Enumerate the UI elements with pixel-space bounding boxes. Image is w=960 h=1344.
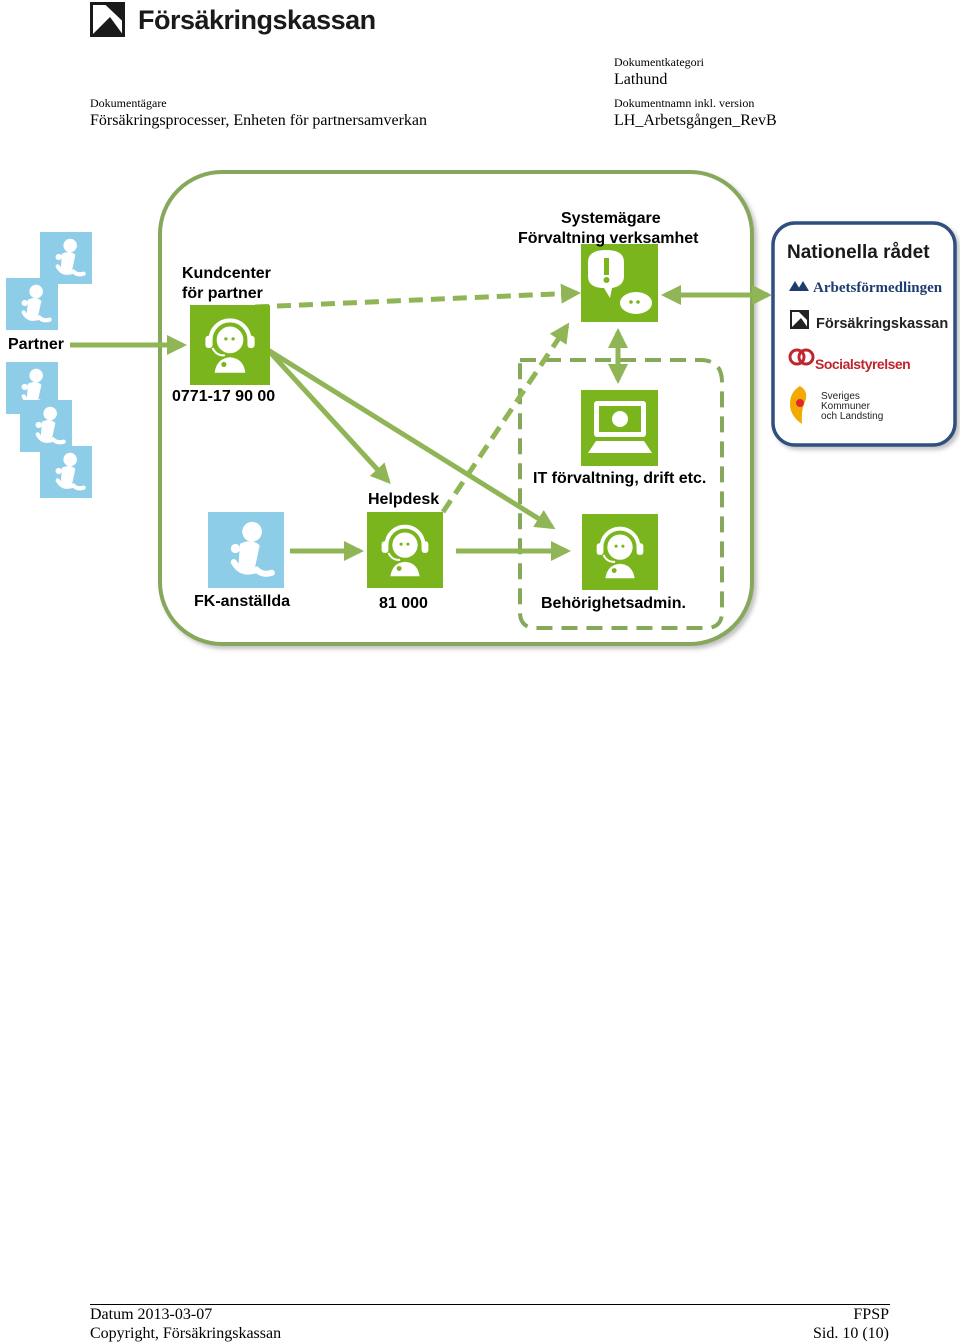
it-mgmt-label: IT förvaltning, drift etc.	[533, 470, 707, 487]
arrow-kundcenter-systemowner	[254, 283, 581, 310]
helpdesk-phone: 81 000	[379, 595, 428, 612]
category-value: Lathund	[614, 71, 668, 88]
footer-org: FPSP	[853, 1306, 889, 1323]
footer-divider	[90, 1304, 890, 1305]
owner-value: Försäkringsprocesser, Enheten för partne…	[90, 112, 428, 129]
category-label: Dokumentkategori	[614, 55, 704, 69]
helpdesk-label: Helpdesk	[368, 491, 440, 508]
docname-label: Dokumentnamn inkl. version	[614, 96, 755, 110]
helpdesk-agent-icon	[367, 512, 443, 588]
fk-council-logo: Försäkringskassan	[790, 310, 948, 332]
national-council-frame	[771, 221, 957, 447]
kundcenter-agent-icon	[190, 305, 270, 385]
council-member-skl-2: Kommuner	[821, 401, 871, 412]
partner-label: Partner	[8, 336, 65, 353]
docname-value: LH_Arbetsgången_RevB	[614, 112, 777, 129]
kundcenter-label-2: för partner	[182, 285, 263, 302]
it-region	[518, 358, 724, 630]
arbetsformedlingen-logo: Arbetsförmedlingen	[789, 280, 943, 296]
council-member-af: Arbetsförmedlingen	[813, 280, 943, 296]
council-member-skl-1: Sveriges	[821, 391, 860, 402]
auth-admin-label: Behörighetsadmin.	[541, 595, 686, 612]
person-icon	[40, 232, 92, 284]
kundcenter-label-1: Kundcenter	[182, 265, 271, 282]
arrow-kundcenter-authadmin	[266, 347, 556, 530]
system-owner-speech-icon	[581, 244, 658, 322]
council-member-fk: Försäkringskassan	[816, 316, 948, 332]
skl-logo: Sveriges Kommuner och Landsting	[790, 386, 883, 424]
footer-page: Sid. 10 (10)	[813, 1325, 889, 1342]
systemowner-label-2: Förvaltning verksamhet	[518, 230, 699, 247]
socialstyrelsen-logo: Socialstyrelsen	[788, 348, 911, 372]
arrow-helpdesk-systemowner	[440, 322, 570, 514]
council-member-skl-3: och Landsting	[821, 411, 883, 422]
workflow-diagram: Arbetsförmedlingen Försäkringskassan Soc…	[0, 170, 957, 646]
owner-label: Dokumentägare	[90, 96, 167, 110]
systemowner-label-1: Systemägare	[561, 210, 661, 227]
computer-icon	[581, 390, 658, 466]
partner-person-icons	[6, 232, 92, 498]
person-icon	[40, 446, 92, 498]
kundcenter-phone: 0771-17 90 00	[172, 388, 276, 405]
arrow-kundcenter-helpdesk	[266, 348, 391, 484]
footer-copyright: Copyright, Försäkringskassan	[90, 1325, 282, 1342]
fk-staff-person-icon	[208, 512, 284, 588]
fk-logo-icon	[90, 2, 125, 37]
person-icon	[6, 278, 58, 330]
footer-date: Datum 2013-03-07	[90, 1306, 213, 1323]
logo-wordmark: Försäkringskassan	[138, 5, 376, 35]
authadmin-agent-icon	[581, 514, 659, 590]
national-council-title: Nationella rådet	[787, 242, 930, 263]
person-icon	[20, 400, 72, 452]
logo: Försäkringskassan	[90, 2, 390, 42]
fk-staff-label: FK-anställda	[194, 593, 291, 610]
council-member-sos: Socialstyrelsen	[815, 356, 910, 372]
